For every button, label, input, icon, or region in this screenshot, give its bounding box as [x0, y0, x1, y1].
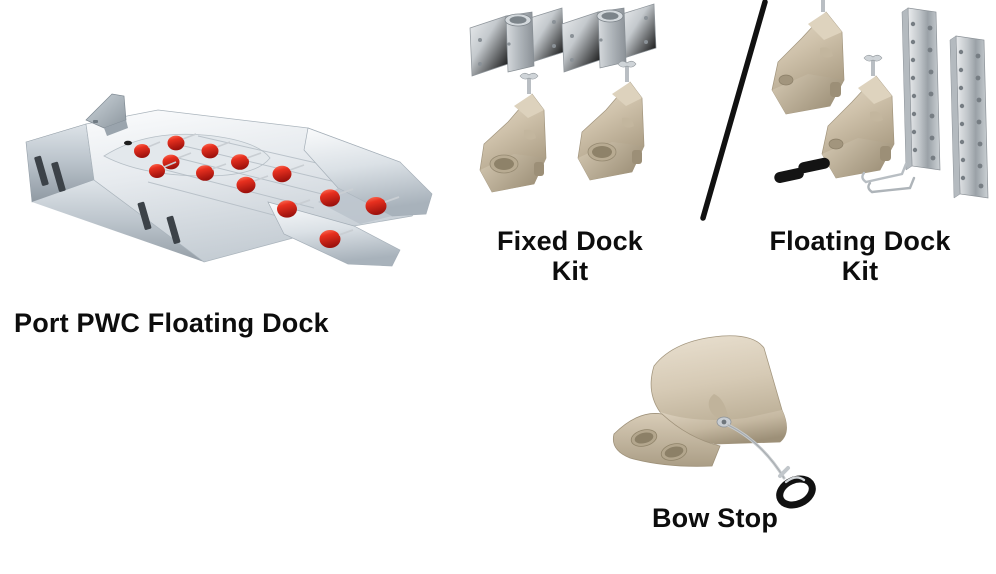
- black-sleeve: [798, 157, 830, 174]
- dock-bow-stop-fin: [85, 93, 128, 136]
- dock-roller: [167, 133, 197, 151]
- dock-roller: [365, 196, 400, 215]
- metal-j-hook: [861, 162, 908, 184]
- caption-fixed-dock-kit: Fixed Dock Kit: [496, 226, 644, 287]
- dock-roller: [134, 141, 161, 158]
- product-image-fixed-dock-kit: [458, 2, 688, 220]
- wing-bolt: [821, 0, 825, 12]
- dock-drain-hole: [124, 140, 132, 146]
- dock-roller: [236, 175, 269, 194]
- dock-roller: [320, 188, 354, 207]
- tan-mounting-block: [577, 60, 645, 181]
- product-image-bow-stop: [596, 326, 850, 509]
- dock-roller: [196, 163, 227, 181]
- galvanized-pipe-bracket: [561, 3, 657, 73]
- caption-port-pwc-floating-dock: Port PWC Floating Dock: [14, 308, 329, 338]
- wing-bolt: [519, 72, 539, 94]
- tan-mounting-block: [821, 54, 895, 179]
- caption-floating-dock-kit: Floating Dock Kit: [769, 226, 951, 287]
- tan-mounting-block: [479, 72, 547, 193]
- dock-roller: [201, 141, 231, 159]
- dock-roller: [277, 199, 311, 218]
- product-image-port-pwc-floating-dock: [8, 84, 438, 294]
- dock-roller: [272, 164, 305, 183]
- black-carabiner-clip: [776, 466, 816, 509]
- black-sleeve: [774, 168, 804, 183]
- perforated-angle-rail: [901, 7, 941, 171]
- metal-j-hook: [867, 176, 916, 194]
- wing-bolt: [863, 54, 883, 76]
- wing-bolt: [617, 60, 637, 82]
- dock-roller-array: [134, 133, 400, 248]
- tan-mounting-block: [771, 0, 845, 115]
- galvanized-pipe-bracket: [469, 7, 565, 77]
- kit-divider-line: [699, 0, 769, 222]
- dock-roller: [231, 152, 262, 170]
- dock-roller: [319, 229, 354, 248]
- dock-roller: [149, 161, 177, 178]
- product-image-floating-dock-kit: [760, 0, 996, 220]
- caption-bow-stop: Bow Stop: [651, 503, 779, 533]
- dock-connector-slots: [34, 155, 181, 244]
- perforated-angle-rail: [949, 35, 989, 199]
